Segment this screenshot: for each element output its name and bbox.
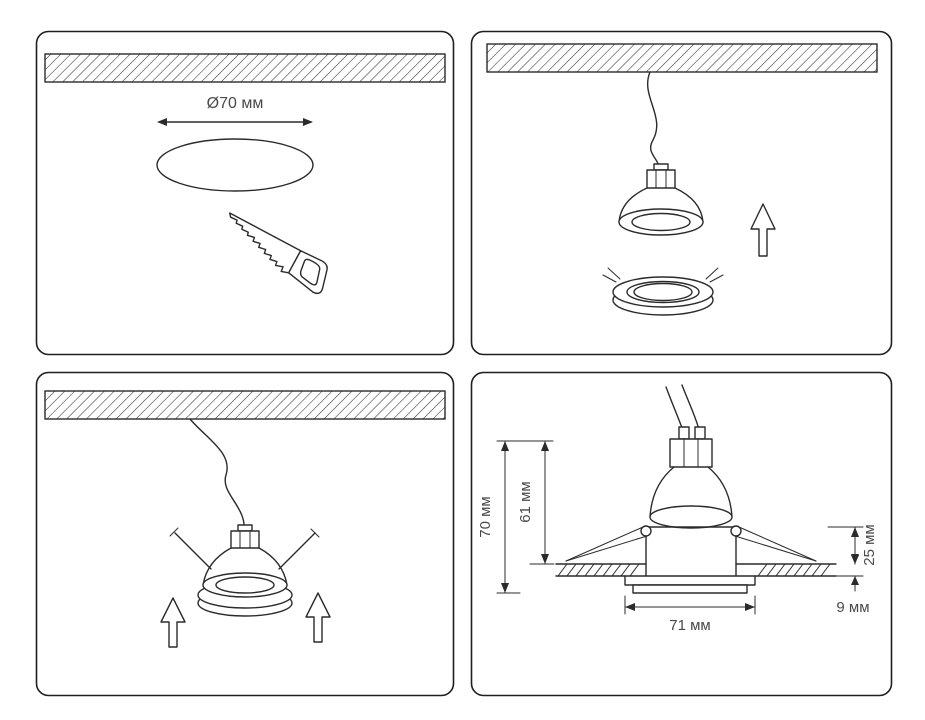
dim-label-25mm: 25 мм xyxy=(861,524,878,565)
dim-label-71mm: 71 мм xyxy=(669,617,710,634)
dim-label-70mm: 70 мм xyxy=(477,496,494,537)
panel-insert-fixture xyxy=(35,371,455,697)
spring-clip-left xyxy=(602,267,621,283)
hole-diameter-dimension: Ø70 мм xyxy=(157,95,313,126)
arrow-left-icon xyxy=(157,118,167,126)
panel-attach-ring xyxy=(470,30,893,356)
spring-right xyxy=(278,528,320,570)
spring-left xyxy=(565,526,648,562)
arrow-right-icon xyxy=(303,118,313,126)
saw-icon xyxy=(229,212,328,295)
hole-diameter-label: Ø70 мм xyxy=(207,95,264,112)
spring-right xyxy=(734,526,817,562)
lamp-icon xyxy=(618,163,704,236)
dimension-71mm: 71 мм xyxy=(624,595,756,634)
up-arrow-icon xyxy=(750,203,776,257)
ceiling-hatch xyxy=(486,43,878,73)
ceiling-hatch xyxy=(44,390,446,420)
panel-cut-hole: Ø70 мм xyxy=(35,30,455,356)
panel-border xyxy=(470,371,893,697)
dimension-70mm: 70 мм xyxy=(477,440,554,594)
dim-label-9mm: 9 мм xyxy=(836,599,869,616)
dim-label-61mm: 61 мм xyxy=(517,481,534,522)
fixture-cross-section xyxy=(565,426,817,577)
ceiling-cross-section xyxy=(555,563,837,577)
ceiling-hatch xyxy=(44,53,446,83)
panel-border xyxy=(35,30,455,356)
mounting-ring-icon xyxy=(602,267,724,316)
trim-flange xyxy=(624,575,756,594)
up-arrow-left-icon xyxy=(160,597,186,648)
ceiling-hatch-ticks xyxy=(557,563,831,577)
spring-left xyxy=(169,527,212,570)
power-wire xyxy=(647,71,660,171)
up-arrow-right-icon xyxy=(305,592,331,643)
panel-dimensions: 70 мм 61 мм 25 мм 9 мм xyxy=(470,371,893,697)
fixture-assembly-icon xyxy=(169,524,320,617)
dimension-61mm: 61 мм xyxy=(517,440,555,565)
dimension-9mm: 9 мм xyxy=(831,548,870,616)
power-wire xyxy=(189,418,245,532)
panel-border xyxy=(470,30,893,356)
cut-hole-ellipse xyxy=(156,138,314,192)
spring-clip-right xyxy=(705,267,724,283)
